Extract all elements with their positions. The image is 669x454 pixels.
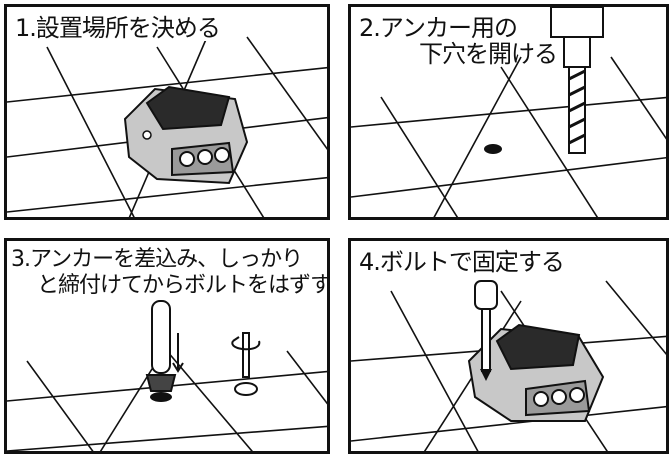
caption-line: 下穴を開ける bbox=[419, 40, 558, 68]
step-3-panel: 3.アンカーを差込み、しっかり と締付けてからボルトをはずす。 bbox=[4, 238, 330, 454]
anchor-insert-illustration bbox=[145, 300, 261, 402]
caption-line: 2.アンカー用の bbox=[359, 14, 518, 42]
step-4-caption: 4.ボルトで固定する bbox=[359, 248, 565, 276]
caption-line: 4.ボルトで固定する bbox=[359, 248, 565, 276]
step-1-caption: 1.設置場所を決める bbox=[15, 14, 221, 42]
step-3-caption: 3.アンカーを差込み、しっかり と締付けてからボルトをはずす。 bbox=[11, 247, 330, 299]
solar-road-stud bbox=[123, 85, 249, 185]
pilot-hole bbox=[484, 144, 502, 154]
step-2-panel: 2.アンカー用の 下穴を開ける bbox=[348, 4, 669, 220]
installed-road-stud bbox=[467, 280, 605, 422]
caption-line: 3.アンカーを差込み、しっかり bbox=[11, 247, 303, 272]
step-2-caption: 2.アンカー用の 下穴を開ける bbox=[359, 14, 558, 68]
step-4-panel: 4.ボルトで固定する bbox=[348, 238, 669, 454]
caption-line: と締付けてからボルトをはずす。 bbox=[37, 273, 330, 298]
step-1-panel: 1.設置場所を決める bbox=[4, 4, 330, 220]
drill-bit bbox=[550, 7, 604, 154]
floor-tile-grid bbox=[351, 56, 666, 217]
caption-line: 1.設置場所を決める bbox=[15, 14, 221, 42]
